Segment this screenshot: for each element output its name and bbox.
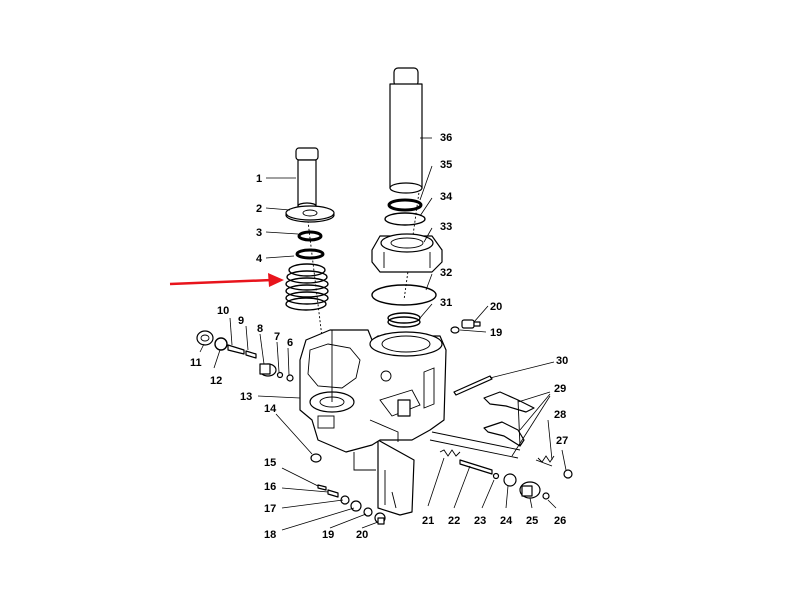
part-5-spring: [285, 263, 329, 311]
part-30-rod: [453, 375, 493, 396]
part-21-spring: [439, 449, 461, 457]
callout-8: 8: [257, 323, 263, 335]
part-4-oring: [295, 248, 325, 260]
part-16: [327, 489, 339, 498]
callout-27: 27: [556, 435, 568, 447]
part-18: [350, 500, 362, 512]
part-34-ring: [384, 212, 426, 226]
callout-10: 10: [217, 305, 229, 317]
callout-16: 16: [264, 481, 276, 493]
callout-3: 3: [256, 227, 262, 239]
callout-2: 2: [256, 203, 262, 215]
part-26: [542, 492, 550, 500]
part-7: [276, 371, 284, 379]
callout-22: 22: [448, 515, 460, 527]
callout-6: 6: [287, 337, 293, 349]
callout-28: 28: [554, 409, 566, 421]
part-29-bracket: [429, 391, 535, 459]
callout-29: 29: [554, 383, 566, 395]
part-6: [286, 374, 294, 382]
callout-20-upper: 20: [490, 301, 502, 313]
part-10: [227, 344, 245, 355]
part-25-cap: [519, 481, 541, 499]
callout-13: 13: [240, 391, 252, 403]
callout-18: 18: [264, 529, 276, 541]
callout-21: 21: [422, 515, 434, 527]
callout-30: 30: [556, 355, 568, 367]
part-36-cylinder: [389, 67, 423, 194]
callout-4: 4: [256, 253, 263, 265]
callout-36: 36: [440, 132, 452, 144]
callout-32: 32: [440, 267, 452, 279]
part-22-pin: [459, 459, 493, 475]
part-23: [492, 472, 500, 480]
left-small-parts: [196, 330, 322, 463]
callout-31: 31: [440, 297, 452, 309]
part-14: [310, 453, 322, 463]
callout-12: 12: [210, 375, 222, 387]
callout-20-lower: 20: [356, 529, 368, 541]
part-9: [245, 350, 257, 359]
part-8: [259, 363, 277, 377]
part-35-ring: [387, 198, 423, 212]
lower-left-parts: [317, 484, 386, 525]
callout-25: 25: [526, 515, 538, 527]
callout-7: 7: [274, 331, 280, 343]
part-1-sleeve: [295, 147, 319, 210]
part-20-upper: [461, 319, 481, 329]
callout-24: 24: [500, 515, 513, 527]
upper-right-small-parts: [450, 319, 481, 334]
part-2-washer: [285, 205, 335, 223]
callout-17: 17: [264, 503, 276, 515]
callout-19-lower: 19: [322, 529, 334, 541]
part-24-ring: [503, 473, 517, 487]
part-15: [317, 484, 327, 491]
part-31-ring: [387, 312, 421, 328]
callout-1: 1: [256, 173, 262, 185]
part-13-main-body: [299, 329, 447, 516]
callout-11: 11: [190, 357, 202, 369]
part-32-large-oring: [371, 284, 437, 306]
callout-15: 15: [264, 457, 276, 469]
callout-34: 34: [440, 191, 453, 203]
part-20-lower: [374, 512, 386, 525]
part-28-spring: [535, 455, 555, 467]
left-upper-parts: [285, 147, 335, 311]
red-indicator-arrow: [169, 273, 284, 287]
callout-26: 26: [554, 515, 566, 527]
callout-33: 33: [440, 221, 452, 233]
part-11-plug: [196, 330, 214, 346]
part-27: [563, 469, 573, 479]
callout-23: 23: [474, 515, 486, 527]
part-12-ring: [214, 337, 228, 351]
right-upper-parts: [371, 67, 443, 328]
part-19-lower: [363, 507, 373, 517]
right-lower-parts: [429, 375, 573, 500]
part-19-upper: [450, 326, 460, 334]
callout-35: 35: [440, 159, 452, 171]
callout-19-upper: 19: [490, 327, 502, 339]
callout-9: 9: [238, 315, 244, 327]
part-3-oring: [297, 230, 323, 242]
callout-labels: 1 2 3 4 5 6 7 8 9 10 11 12 13 14 15 16 1…: [190, 132, 568, 541]
part-33-nut: [371, 233, 443, 273]
leader-lines: [199, 137, 567, 531]
callout-14: 14: [264, 403, 277, 415]
